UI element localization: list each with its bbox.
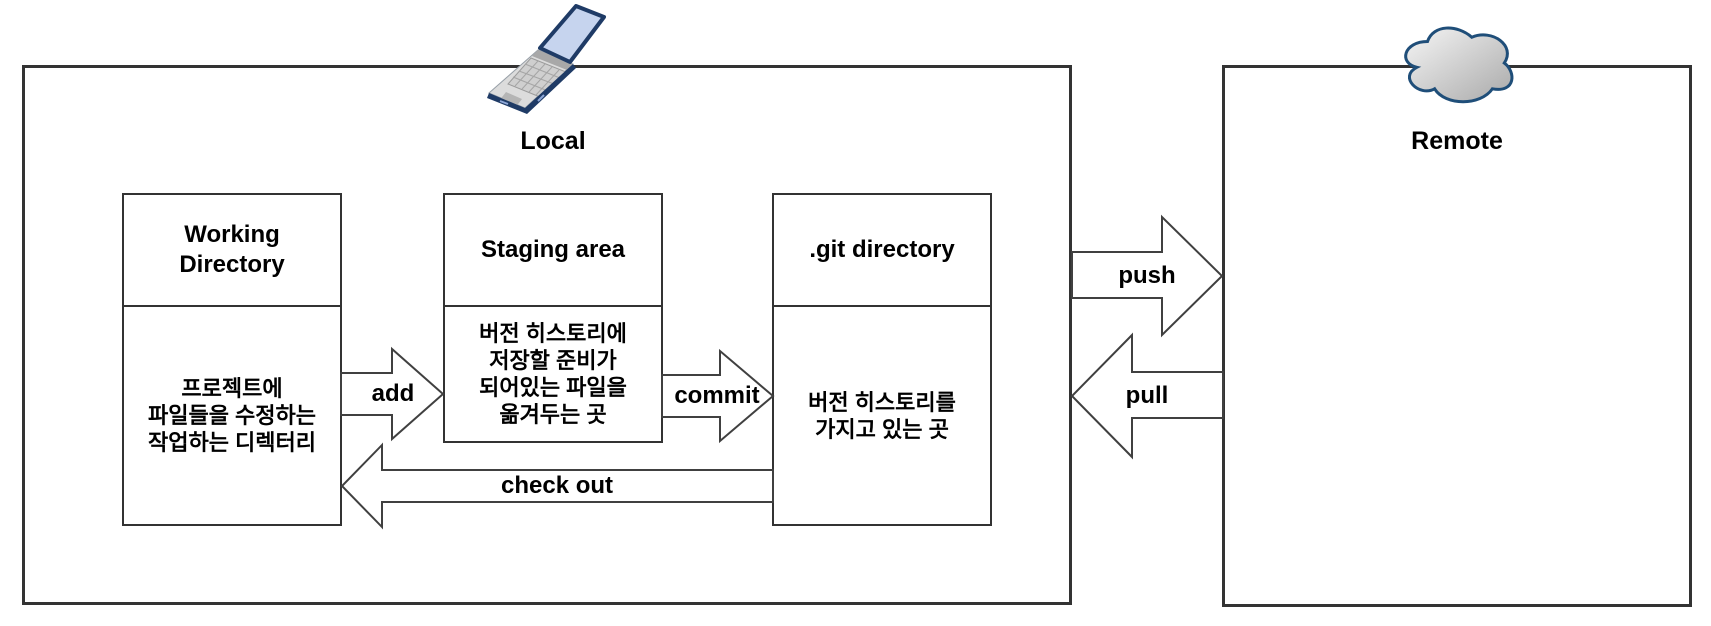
cloud-icon — [1395, 17, 1519, 109]
remote-container-box — [1222, 65, 1692, 607]
git-directory-description: 버전 히스토리를 가지고 있는 곳 — [808, 389, 956, 442]
git-directory-box: .git directory 버전 히스토리를 가지고 있는 곳 — [772, 193, 992, 526]
local-label: Local — [520, 127, 586, 155]
working-directory-box: Working Directory 프로젝트에 파일들을 수정하는 작업하는 디… — [122, 193, 342, 526]
push-arrow-label: push — [1118, 262, 1176, 289]
git-directory-title: .git directory — [774, 195, 990, 307]
staging-area-title: Staging area — [445, 195, 661, 307]
remote-label: Remote — [1411, 127, 1503, 155]
check-out-arrow-label: check out — [500, 472, 614, 499]
staging-area-box: Staging area 버전 히스토리에 저장할 준비가 되어있는 파일을 옮… — [443, 193, 663, 443]
working-directory-title: Working Directory — [124, 195, 340, 307]
add-arrow-label: add — [371, 380, 415, 407]
laptop-icon — [482, 2, 610, 126]
pull-arrow-label: pull — [1125, 382, 1169, 409]
staging-area-description: 버전 히스토리에 저장할 준비가 되어있는 파일을 옮겨두는 곳 — [479, 321, 627, 427]
commit-arrow-label: commit — [674, 382, 760, 409]
working-directory-description: 프로젝트에 파일들을 수정하는 작업하는 디렉터리 — [147, 376, 317, 455]
